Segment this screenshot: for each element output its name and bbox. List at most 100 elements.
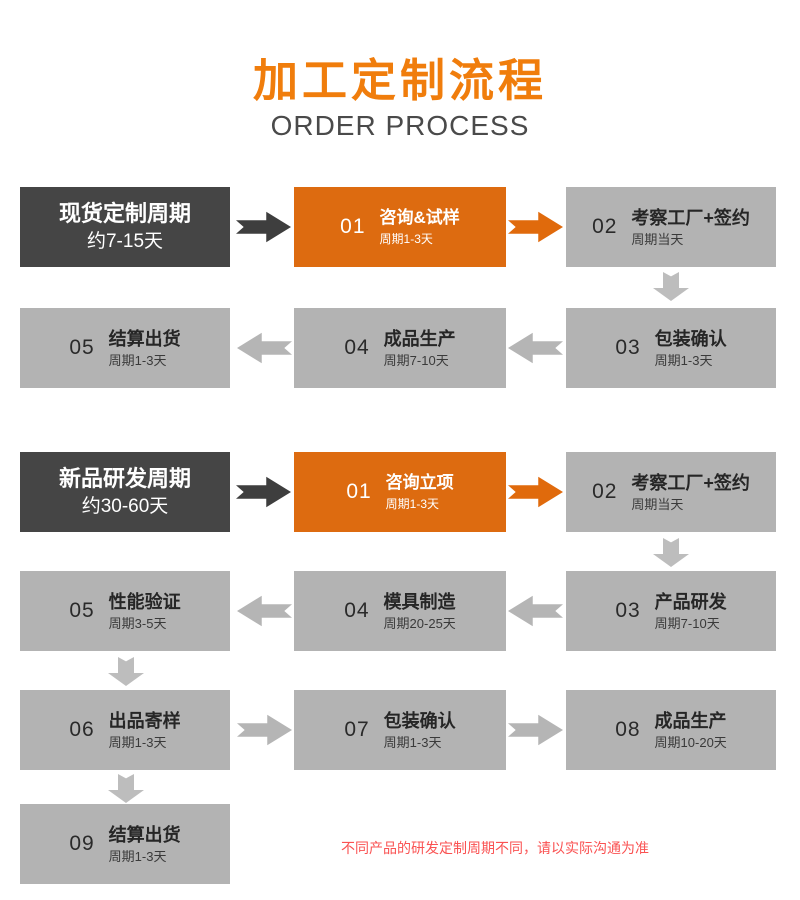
flow2-step-04: 04 模具制造 周期20-25天: [294, 571, 506, 651]
step-text: 02 考察工厂+签约 周期当天: [592, 472, 750, 513]
step-period: 周期7-10天: [383, 352, 449, 368]
flow1-step-04: 04 成品生产 周期7-10天: [294, 308, 506, 388]
step-text-col: 结算出货 周期1-3天: [109, 328, 181, 369]
step-text-col: 成品生产 周期7-10天: [384, 328, 456, 369]
step-title: 出品寄样: [108, 710, 181, 731]
step-period: 周期3-5天: [108, 615, 167, 631]
arrow-right-icon: [237, 714, 292, 746]
step-period: 周期1-3天: [385, 496, 440, 511]
cycle-duration: 约30-60天: [81, 496, 169, 517]
arrow-left-icon: [237, 595, 292, 627]
step-text-col: 考察工厂+签约 周期当天: [631, 472, 750, 513]
flow2-step-08: 08 成品生产 周期10-20天: [566, 690, 776, 770]
step-number: 05: [69, 336, 95, 359]
step-text: 03 产品研发 周期7-10天: [615, 591, 726, 632]
arrow-right-icon: [236, 211, 291, 243]
step-number: 08: [615, 718, 641, 741]
flow1-step-05: 05 结算出货 周期1-3天: [20, 308, 230, 388]
step-period: 周期20-25天: [383, 615, 456, 631]
step-text-col: 性能验证 周期3-5天: [109, 591, 181, 632]
arrow-left-icon: [237, 332, 292, 364]
step-title: 结算出货: [108, 328, 181, 349]
step-text: 05 结算出货 周期1-3天: [69, 328, 180, 369]
step-text: 07 包装确认 周期1-3天: [344, 710, 455, 751]
step-number: 01: [346, 480, 372, 503]
arrow-right-icon: [508, 476, 563, 508]
step-number: 02: [592, 480, 618, 503]
step-text: 02 考察工厂+签约 周期当天: [592, 207, 750, 248]
step-number: 04: [344, 336, 370, 359]
flow1-cycle-label: 现货定制周期 约7-15天: [20, 187, 230, 267]
flow2-step-07: 07 包装确认 周期1-3天: [294, 690, 506, 770]
step-title: 咨询&试样: [379, 207, 460, 227]
flow2-step-02: 02 考察工厂+签约 周期当天: [566, 452, 776, 532]
step-text: 01 咨询立项 周期1-3天: [346, 472, 453, 513]
step-text-col: 考察工厂+签约 周期当天: [631, 207, 750, 248]
flow2-step-09: 09 结算出货 周期1-3天: [20, 804, 230, 884]
step-title: 产品研发: [654, 591, 727, 612]
step-period: 周期1-3天: [379, 231, 433, 246]
flow2-step-03: 03 产品研发 周期7-10天: [566, 571, 776, 651]
step-title: 考察工厂+签约: [631, 472, 750, 493]
arrow-right-icon: [508, 211, 563, 243]
step-title: 咨询立项: [385, 472, 454, 492]
step-number: 03: [615, 599, 641, 622]
step-number: 06: [69, 718, 95, 741]
step-text: 05 性能验证 周期3-5天: [69, 591, 180, 632]
step-number: 04: [344, 599, 370, 622]
step-number: 09: [69, 832, 95, 855]
cycle-duration: 约7-15天: [86, 231, 164, 252]
arrow-right-icon: [236, 476, 291, 508]
step-text-col: 模具制造 周期20-25天: [384, 591, 456, 632]
step-text-col: 包装确认 周期1-3天: [655, 328, 727, 369]
step-number: 02: [592, 215, 618, 238]
step-title: 考察工厂+签约: [631, 207, 750, 228]
step-text: 06 出品寄样 周期1-3天: [69, 710, 180, 751]
step-text-col: 咨询&试样 周期1-3天: [380, 207, 460, 248]
cycle-title: 现货定制周期: [58, 201, 191, 226]
step-number: 05: [69, 599, 95, 622]
step-text-col: 结算出货 周期1-3天: [109, 824, 181, 865]
page-title: 加工定制流程: [252, 55, 547, 106]
arrow-left-icon: [508, 332, 563, 364]
flow2-step-01: 01 咨询立项 周期1-3天: [294, 452, 506, 532]
step-period: 周期1-3天: [383, 734, 442, 750]
arrow-down-icon: [653, 272, 689, 301]
step-period: 周期1-3天: [108, 734, 167, 750]
step-text: 04 模具制造 周期20-25天: [344, 591, 456, 632]
step-text: 01 咨询&试样 周期1-3天: [340, 207, 460, 248]
step-title: 成品生产: [654, 710, 727, 731]
step-text: 09 结算出货 周期1-3天: [69, 824, 180, 865]
step-number: 07: [344, 718, 370, 741]
step-text-col: 咨询立项 周期1-3天: [386, 472, 454, 513]
step-title: 结算出货: [108, 824, 181, 845]
flow1-step-02: 02 考察工厂+签约 周期当天: [566, 187, 776, 267]
page-subtitle: ORDER PROCESS: [270, 110, 530, 141]
flow2-cycle-label: 新品研发周期 约30-60天: [20, 452, 230, 532]
cycle-title: 新品研发周期: [58, 466, 191, 491]
step-period: 周期当天: [631, 496, 684, 512]
step-title: 包装确认: [383, 710, 456, 731]
step-period: 周期1-3天: [654, 352, 713, 368]
step-period: 周期10-20天: [654, 734, 727, 750]
flow1-step-03: 03 包装确认 周期1-3天: [566, 308, 776, 388]
step-text-col: 出品寄样 周期1-3天: [109, 710, 181, 751]
step-period: 周期1-3天: [108, 352, 167, 368]
step-text: 03 包装确认 周期1-3天: [615, 328, 726, 369]
step-title: 包装确认: [654, 328, 727, 349]
arrow-right-icon: [508, 714, 563, 746]
arrow-down-icon: [108, 774, 144, 803]
flow2-step-05: 05 性能验证 周期3-5天: [20, 571, 230, 651]
step-text: 08 成品生产 周期10-20天: [615, 710, 727, 751]
arrow-down-icon: [108, 657, 144, 686]
step-number: 03: [615, 336, 641, 359]
step-text-col: 成品生产 周期10-20天: [655, 710, 727, 751]
flow1-step-01: 01 咨询&试样 周期1-3天: [294, 187, 506, 267]
step-text-col: 包装确认 周期1-3天: [384, 710, 456, 751]
step-period: 周期7-10天: [654, 615, 720, 631]
step-title: 性能验证: [108, 591, 181, 612]
step-period: 周期1-3天: [108, 848, 167, 864]
arrow-down-icon: [653, 538, 689, 567]
step-period: 周期当天: [631, 231, 684, 247]
